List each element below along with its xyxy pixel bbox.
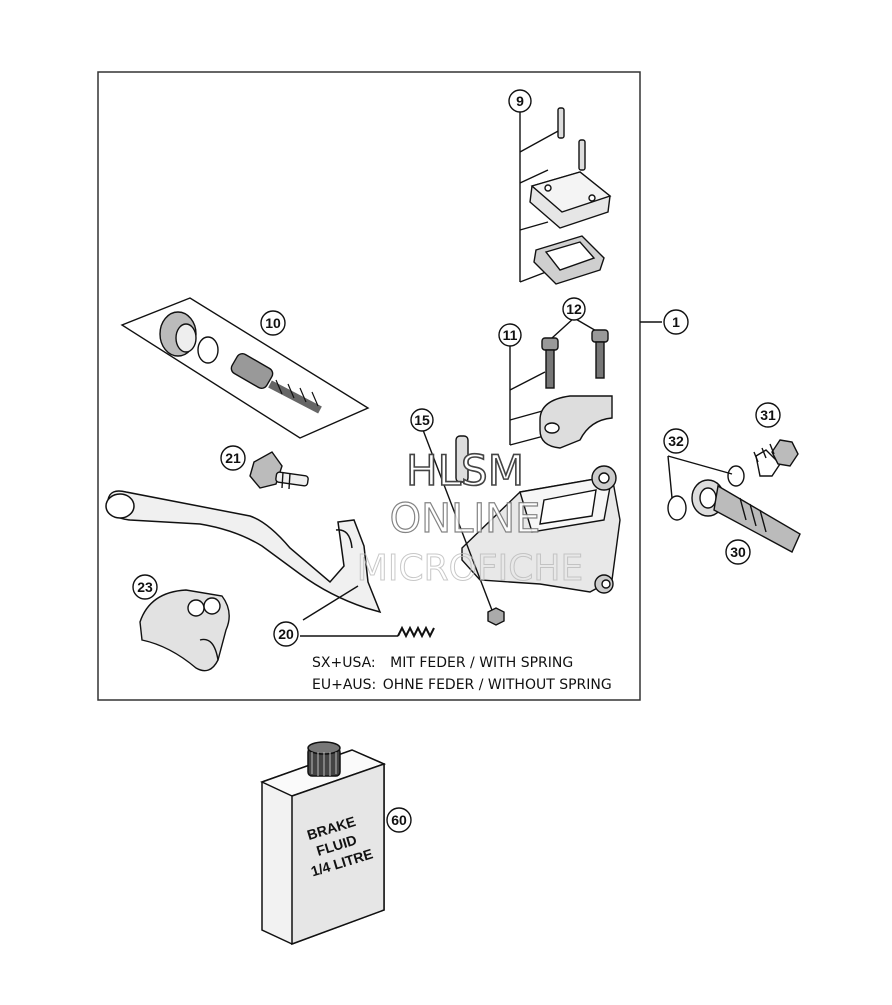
- part-23-boot: [139, 589, 230, 672]
- callout-10: 10: [260, 310, 286, 336]
- callout-31: 31: [755, 402, 781, 428]
- callout-23: 23: [132, 574, 158, 600]
- part-60-brake-fluid-bottle: [260, 741, 387, 946]
- brake-lever: [105, 490, 382, 614]
- svg-text:60: 60: [391, 812, 407, 828]
- svg-text:11: 11: [503, 327, 518, 343]
- note-line-1: SX+USA: MIT FEDER / WITH SPRING: [312, 655, 573, 671]
- part-20-spring: [300, 585, 435, 639]
- svg-text:32: 32: [668, 433, 684, 449]
- part-30-31-32-hose-assembly: [667, 439, 801, 553]
- part-21-adjuster: [249, 451, 309, 490]
- part-15-nut: [422, 429, 505, 626]
- svg-text:30: 30: [730, 544, 746, 560]
- callout-11: 11: [498, 323, 522, 347]
- callout-32: 32: [663, 428, 689, 454]
- master-cylinder-body: [455, 435, 621, 594]
- callout-12: 12: [562, 297, 586, 321]
- svg-text:31: 31: [760, 407, 776, 423]
- svg-text:10: 10: [265, 315, 281, 331]
- svg-text:12: 12: [566, 301, 582, 317]
- note-line-1-region: SX+USA:: [312, 655, 376, 671]
- callout-1: 1: [640, 309, 689, 335]
- svg-text:21: 21: [225, 450, 241, 466]
- svg-text:15: 15: [414, 412, 430, 428]
- watermark-line-2: ONLINE: [390, 496, 541, 542]
- callout-9: 9: [508, 89, 532, 113]
- note-line-1-text: MIT FEDER / WITH SPRING: [390, 655, 574, 671]
- svg-text:23: 23: [137, 579, 153, 595]
- watermark-line-1: HLSM: [406, 446, 524, 495]
- part-10-piston-kit: [120, 297, 370, 439]
- callout-15: 15: [410, 408, 434, 432]
- part-11-12-clamp-assembly: [509, 317, 613, 449]
- svg-text:20: 20: [278, 626, 294, 642]
- svg-text:9: 9: [516, 93, 524, 109]
- assembly-frame: [97, 71, 641, 701]
- part-9-cover-assembly: [519, 107, 612, 285]
- note-line-2-text: OHNE FEDER / WITHOUT SPRING: [382, 677, 612, 693]
- callout-21: 21: [220, 445, 246, 471]
- watermark-line-3: MICROFICHE: [357, 548, 583, 589]
- callout-60: 60: [386, 807, 412, 833]
- callouts: 1 9 10 11 12 15 20 21: [132, 89, 781, 833]
- note-line-2-region: EU+AUS:: [312, 677, 377, 693]
- svg-text:1: 1: [672, 314, 680, 330]
- note-line-2: EU+AUS: OHNE FEDER / WITHOUT SPRING: [312, 677, 612, 693]
- callout-30: 30: [725, 539, 751, 565]
- callout-20: 20: [273, 621, 299, 647]
- watermark: HLSM ONLINE MICROFICHE: [356, 445, 583, 589]
